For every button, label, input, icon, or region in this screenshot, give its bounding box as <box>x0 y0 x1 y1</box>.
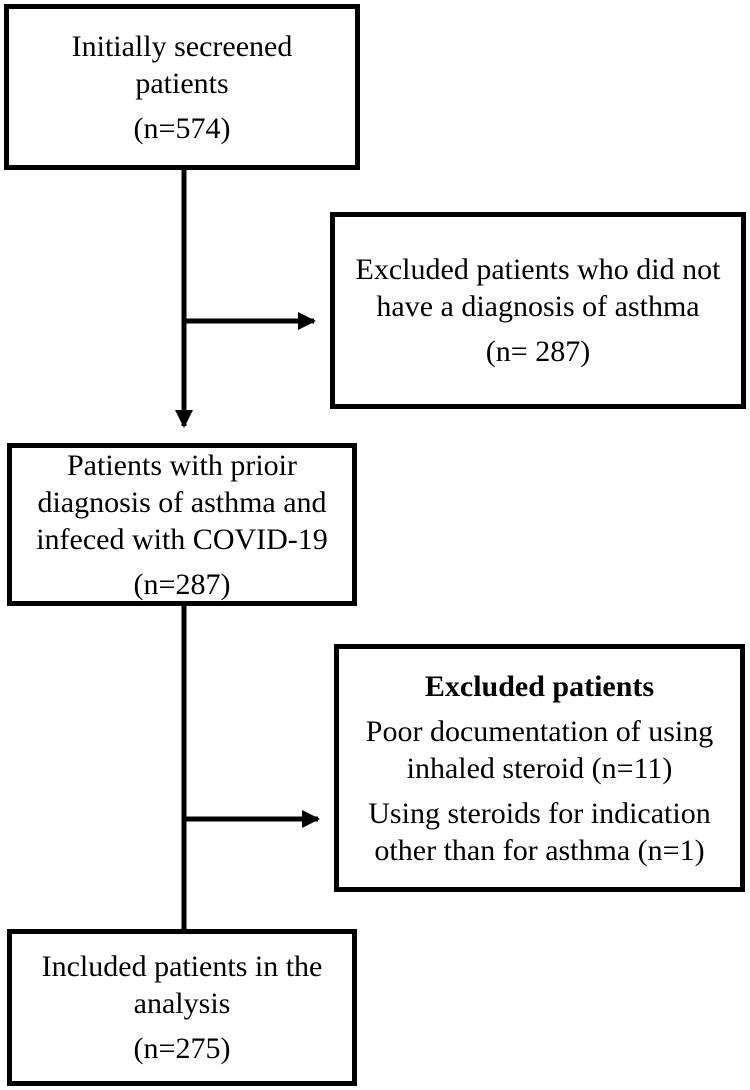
box-text-line: have a diagnosis of asthma <box>376 290 700 323</box>
box-text-line: patients <box>135 66 229 100</box>
box-text-line: Poor documentation of using <box>365 714 714 748</box>
box-text-line: inhaled steroid (n=11) <box>406 751 673 785</box>
box-text-line: Using steroids for indication <box>368 796 711 830</box>
box-text-line: Excluded patients who did not <box>355 253 721 286</box>
excluded-other-box: Excluded patients Poor documentation of … <box>334 644 745 892</box>
box-count: (n= 287) <box>485 335 591 368</box>
included-patients-box: Included patients in the analysis (n=275… <box>7 929 357 1086</box>
box-count: (n=287) <box>133 567 231 601</box>
box-title: Excluded patients <box>424 669 655 703</box>
box-text-line: other than for asthma (n=1) <box>374 833 705 867</box>
box-text-line: analysis <box>133 987 231 1020</box>
box-text-line: Included patients in the <box>41 950 323 983</box>
box-count: (n=275) <box>133 1032 231 1065</box>
box-text-line: Patients with prioir <box>67 448 297 482</box>
box-text-line: Initially secreened <box>71 29 293 63</box>
asthma-covid-patients-box: Patients with prioir diagnosis of asthma… <box>7 443 357 606</box>
screened-patients-box: Initially secreened patients (n=574) <box>4 4 360 170</box>
box-count: (n=574) <box>133 111 231 145</box>
excluded-no-asthma-box: Excluded patients who did not have a dia… <box>330 212 746 409</box>
box-text-line: diagnosis of asthma and <box>37 485 327 519</box>
box-text-line: infeced with COVID-19 <box>36 522 328 556</box>
